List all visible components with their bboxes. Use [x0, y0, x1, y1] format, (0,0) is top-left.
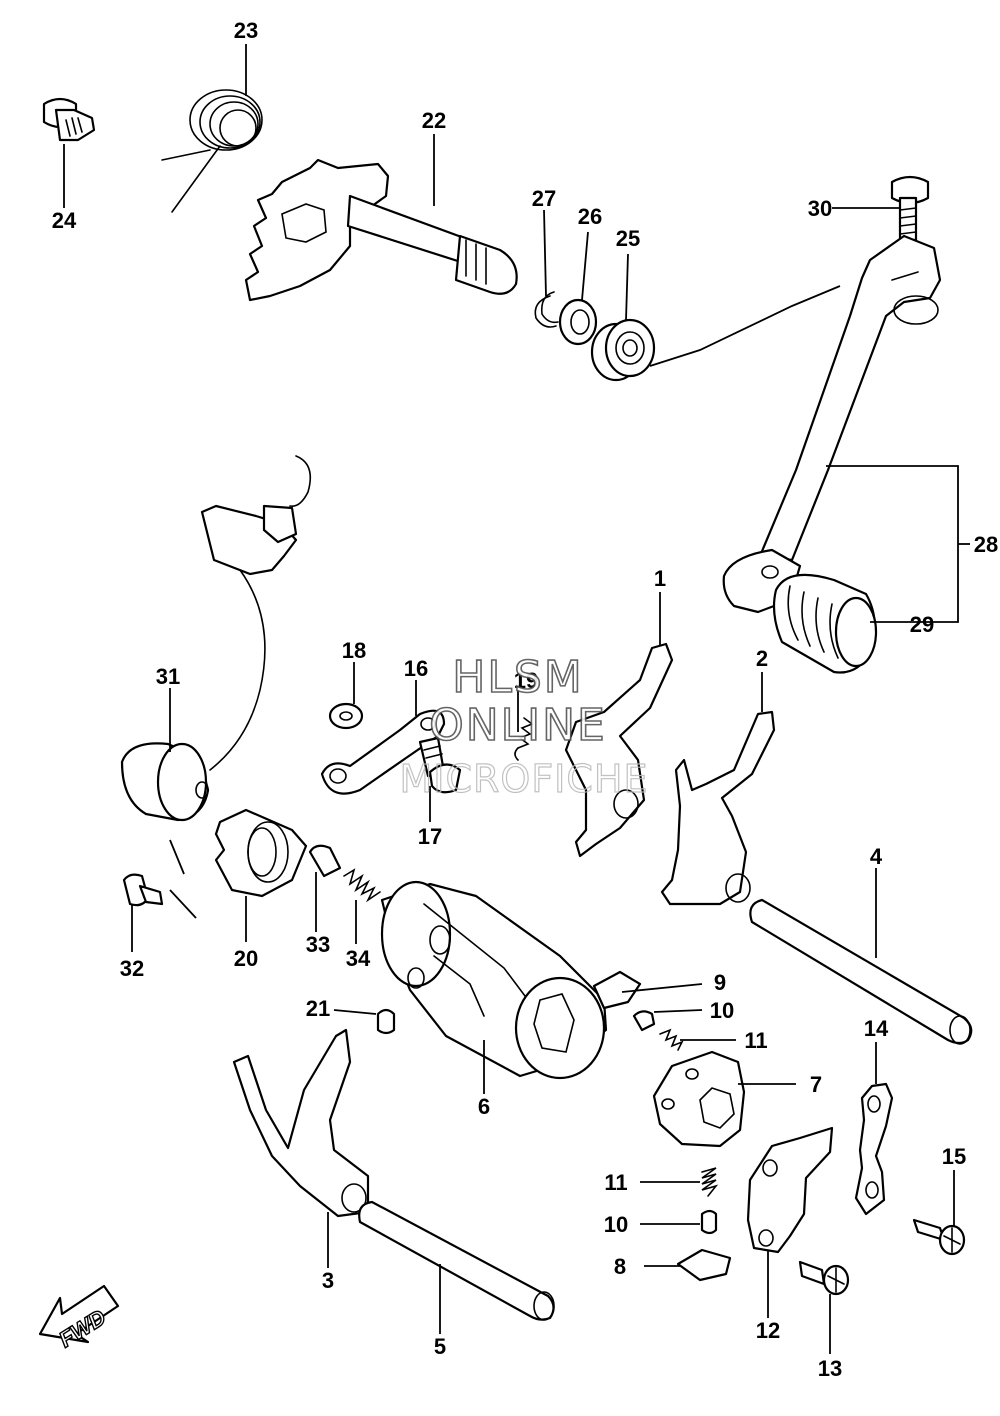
- part-33-pin[interactable]: [308, 844, 342, 878]
- callout-20: 20: [234, 946, 258, 971]
- part-15-screw[interactable]: [912, 1218, 966, 1256]
- part-1-shift-fork[interactable]: [564, 642, 674, 858]
- callout-5: 5: [434, 1334, 446, 1359]
- part-11-spring-lower[interactable]: [701, 1167, 719, 1197]
- callout-23: 23: [234, 18, 258, 43]
- part-8-stopper[interactable]: [676, 1248, 732, 1282]
- part-10-pin-lower[interactable]: [700, 1209, 718, 1235]
- part-21-pin[interactable]: [376, 1008, 396, 1035]
- part-27-circlip[interactable]: [534, 291, 559, 328]
- callout-28: 28: [974, 532, 998, 557]
- part-28-gearshift-lever[interactable]: [722, 234, 942, 614]
- callout-3: 3: [322, 1268, 334, 1293]
- callout-15: 15: [942, 1144, 966, 1169]
- watermark: HLSM ONLINE MICROFICHE: [399, 651, 648, 801]
- callout-6: 6: [478, 1094, 490, 1119]
- callout-17: 17: [418, 824, 442, 849]
- callout-18: 18: [342, 638, 366, 663]
- callout-24: 24: [52, 208, 77, 233]
- callout-30: 30: [808, 196, 832, 221]
- part-34-spring[interactable]: [343, 868, 381, 903]
- callout-26: 26: [578, 204, 602, 229]
- part-9-stopper[interactable]: [592, 970, 642, 1010]
- part-18-washer[interactable]: [328, 702, 364, 730]
- callout-22: 22: [422, 108, 446, 133]
- callout-14: 14: [864, 1016, 889, 1041]
- part-14-stopper-plate[interactable]: [854, 1082, 894, 1216]
- callout-2: 2: [756, 646, 768, 671]
- part-16-shift-arm[interactable]: [320, 709, 446, 795]
- fwd-arrow-icon: [38, 1284, 120, 1344]
- part-2-shift-fork[interactable]: [660, 710, 776, 906]
- callout-11-upper: 11: [744, 1028, 767, 1053]
- callout-31: 31: [156, 664, 180, 689]
- callout-10-lower: 10: [604, 1212, 628, 1237]
- part-23-spring[interactable]: [161, 89, 263, 213]
- part-19-spring[interactable]: [514, 717, 534, 761]
- part-26-washer[interactable]: [558, 298, 598, 346]
- part-10-pin-upper[interactable]: [632, 1010, 656, 1032]
- callout-27: 27: [532, 186, 556, 211]
- watermark-line-1: HLSM: [452, 652, 584, 703]
- callout-10-upper: 10: [710, 998, 734, 1023]
- leader-lines: [63, 44, 970, 1354]
- part-12-stopper-arm[interactable]: [746, 1126, 834, 1254]
- part-29-lever-rubber[interactable]: [772, 573, 878, 674]
- part-32-screw[interactable]: [122, 839, 197, 919]
- callout-1: 1: [654, 566, 666, 591]
- callout-19: 19: [514, 668, 538, 693]
- part-13-screw[interactable]: [798, 1260, 850, 1296]
- part-11-spring-upper[interactable]: [659, 1028, 684, 1051]
- callout-34: 34: [346, 946, 371, 971]
- callout-7: 7: [810, 1072, 822, 1097]
- part-17-bolt[interactable]: [418, 736, 462, 794]
- callout-16: 16: [404, 656, 428, 681]
- part-6-gearshift-cam[interactable]: [380, 880, 608, 1080]
- part-7-shift-drum-cam[interactable]: [652, 1050, 746, 1148]
- part-5-fork-shaft[interactable]: [358, 1200, 555, 1321]
- callout-21: 21: [306, 996, 330, 1021]
- callout-12: 12: [756, 1318, 780, 1343]
- callout-labels: 1 2 3 4 5 6 7 8 9 10 10 11 11 12 13 14 1…: [52, 18, 998, 1381]
- part-4-fork-shaft[interactable]: [749, 898, 973, 1045]
- fwd-arrow-badge: FWD: [38, 1284, 120, 1353]
- callout-13: 13: [818, 1356, 842, 1381]
- part-3-shift-fork[interactable]: [232, 1028, 370, 1218]
- part-31-gear-position-sensor[interactable]: [120, 455, 312, 822]
- callout-4: 4: [870, 844, 883, 869]
- callout-32: 32: [120, 956, 144, 981]
- part-20-cam-plate[interactable]: [214, 808, 308, 898]
- callout-9: 9: [714, 970, 726, 995]
- callout-29: 29: [910, 612, 934, 637]
- callout-8: 8: [614, 1254, 626, 1279]
- part-24-bolt[interactable]: [42, 97, 96, 142]
- callout-33: 33: [306, 932, 330, 957]
- part-25-bearing[interactable]: [590, 318, 656, 382]
- watermark-line-2: ONLINE: [429, 700, 607, 751]
- watermark-line-3: MICROFICHE: [399, 757, 648, 801]
- callout-11-lower: 11: [604, 1170, 627, 1195]
- part-22-shift-shaft[interactable]: [244, 158, 518, 302]
- callout-25: 25: [616, 226, 640, 251]
